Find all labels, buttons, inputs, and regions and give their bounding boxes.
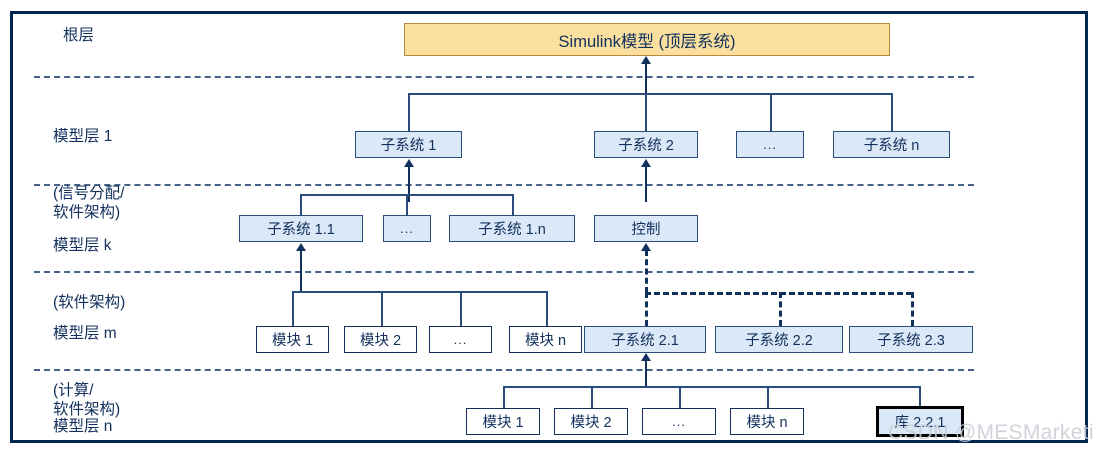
node-subsystem-1[interactable]: 子系统 1: [355, 131, 462, 158]
layer-label-lm-title: 模型层 m: [53, 325, 117, 342]
layer-label-root: 根层: [63, 27, 95, 44]
connector-rowm-drop-2: [381, 291, 383, 326]
diagram-frame: [10, 11, 1088, 443]
node-subsystem-ellipsis-row1[interactable]: ...: [736, 131, 804, 158]
arrowhead-to-subsystem-2: [641, 159, 651, 167]
connector-dashed-bus: [645, 292, 912, 295]
connector-rowm-bus: [292, 291, 547, 293]
node-library-2-2-1[interactable]: 库 2.2.1: [876, 406, 964, 437]
node-subsystem-n[interactable]: 子系统 n: [833, 131, 950, 158]
node-subsystem-2-2[interactable]: 子系统 2.2: [715, 326, 843, 353]
connector-rowk-drop-1: [300, 194, 302, 215]
layer-label-l1-title: 模型层 1: [53, 128, 113, 145]
layer-label-lk-title: 模型层 k: [53, 237, 112, 254]
node-simulink-model-top-system[interactable]: Simulink模型 (顶层系统): [404, 23, 890, 56]
connector-rowk-drop-2: [406, 194, 408, 215]
connector-rowm-drop-3: [460, 291, 462, 326]
node-block-ellipsis-rown[interactable]: ...: [642, 408, 716, 435]
connector-control-dashed-stem: [645, 250, 648, 293]
separator-root-l1: [34, 76, 974, 78]
layer-label-ln: 模型层 n (计算): [53, 379, 112, 454]
node-block-n-rown[interactable]: 模块 n: [730, 408, 804, 435]
connector-row1-drop-4: [891, 93, 893, 131]
connector-row1-bus: [408, 93, 892, 95]
connector-rowm-drop-4: [546, 291, 548, 326]
layer-label-ln-title: 模型层 n: [53, 418, 113, 435]
connector-sub2-stem: [645, 166, 648, 202]
connector-sub11-stem: [300, 250, 303, 292]
arrowhead-to-subsystem-1-1: [296, 243, 306, 251]
arrowhead-to-title-box: [641, 56, 651, 64]
layer-label-lk-sub: (软件架构): [53, 294, 126, 311]
node-subsystem-2-1[interactable]: 子系统 2.1: [584, 326, 706, 353]
arrowhead-to-subsystem-1: [404, 159, 414, 167]
node-block-2-rowm[interactable]: 模块 2: [344, 326, 417, 353]
layer-label-lm-sub: (计算/ 软件架构): [53, 382, 121, 418]
node-subsystem-2[interactable]: 子系统 2: [594, 131, 698, 158]
connector-rowm-drop-1: [292, 291, 294, 326]
separator-l1-lk: [34, 184, 974, 186]
layer-label-lk: 模型层 k (软件架构): [53, 198, 125, 350]
connector-dashed-drop-1: [645, 292, 648, 326]
connector-sub1-stem: [408, 166, 411, 202]
connector-rown-bus: [503, 386, 920, 388]
node-block-1-rowm[interactable]: 模块 1: [256, 326, 329, 353]
connector-rown-drop-4: [767, 386, 769, 408]
connector-dashed-drop-2: [779, 292, 782, 326]
node-control[interactable]: 控制: [594, 215, 698, 242]
node-subsystem-2-3[interactable]: 子系统 2.3: [849, 326, 973, 353]
node-block-n-rowm[interactable]: 模块 n: [509, 326, 582, 353]
node-subsystem-ellipsis-rowk[interactable]: ...: [383, 215, 431, 242]
node-block-ellipsis-rowm[interactable]: ...: [429, 326, 492, 353]
node-block-2-rown[interactable]: 模块 2: [554, 408, 628, 435]
node-subsystem-1-n[interactable]: 子系统 1.n: [449, 215, 575, 242]
layer-label-lm: 模型层 m (计算/ 软件架构): [53, 286, 120, 454]
connector-rown-drop-2: [591, 386, 593, 408]
connector-row1-drop-2: [645, 93, 647, 131]
arrowhead-to-subsystem-2-1: [641, 353, 651, 361]
connector-root-stem: [645, 63, 648, 94]
separator-lk-lm: [34, 271, 974, 273]
layer-label-l1: 模型层 1 (信号分配/ 软件架构): [53, 89, 124, 260]
watermark-text: CSDN @MESMarketing: [888, 421, 1093, 444]
connector-dashed-drop-3: [911, 292, 914, 326]
connector-sub21-stem: [645, 360, 648, 388]
separator-lm-ln: [34, 369, 974, 371]
node-block-1-rown[interactable]: 模块 1: [466, 408, 540, 435]
connector-rowk-drop-3: [512, 194, 514, 215]
node-subsystem-1-1[interactable]: 子系统 1.1: [239, 215, 363, 242]
connector-rown-drop-1: [503, 386, 505, 408]
connector-rown-drop-5: [919, 386, 921, 408]
connector-row1-drop-3: [770, 93, 772, 131]
layer-label-l1-sub: (信号分配/ 软件架构): [53, 185, 125, 221]
connector-row1-drop-1: [408, 93, 410, 131]
connector-rown-drop-3: [679, 386, 681, 408]
arrowhead-to-control: [641, 243, 651, 251]
